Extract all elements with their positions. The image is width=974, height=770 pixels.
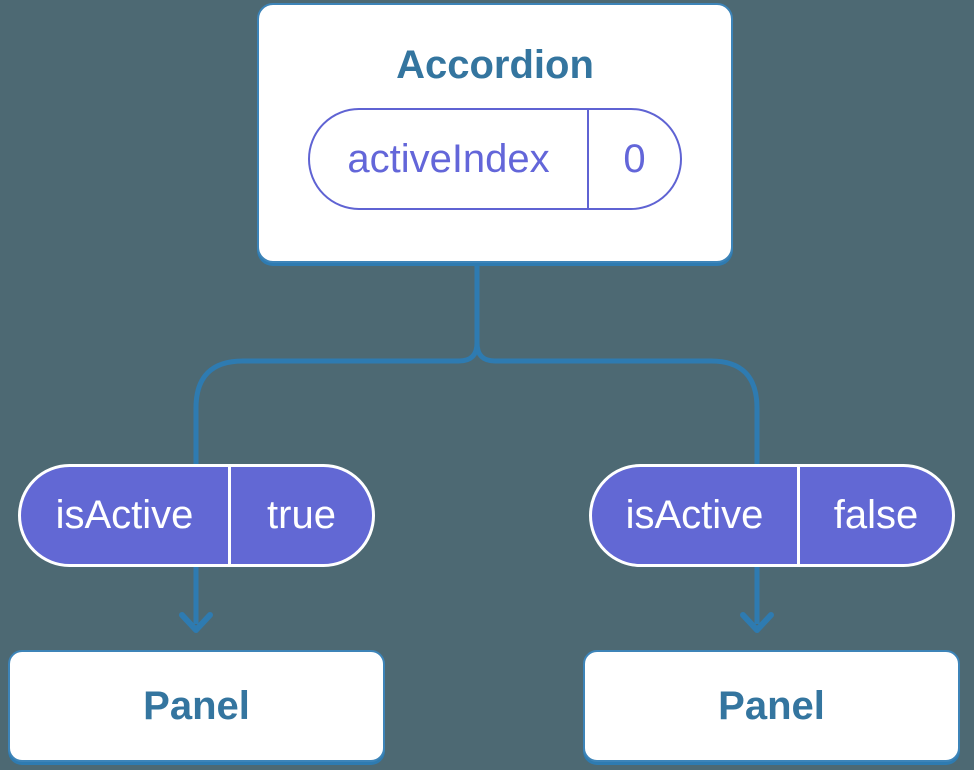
component-node-panel-right: Panel bbox=[583, 650, 960, 762]
connector-right-branch bbox=[474, 342, 760, 624]
component-node-panel-left: Panel bbox=[8, 650, 385, 762]
component-node-accordion: Accordion activeIndex 0 bbox=[257, 3, 733, 263]
prop-name-label: isActive bbox=[625, 493, 764, 537]
accordion-node-title: Accordion bbox=[396, 43, 594, 87]
state-value-label: 0 bbox=[587, 110, 680, 208]
prop-value-label: false bbox=[797, 467, 952, 564]
state-name-label: activeIndex bbox=[347, 136, 550, 181]
prop-name-label: isActive bbox=[55, 493, 194, 537]
prop-pill-isactive-false: isActive false bbox=[589, 464, 955, 567]
connector-left-branch bbox=[193, 261, 480, 624]
arrowhead-right-icon bbox=[740, 612, 774, 633]
state-pill-activeindex: activeIndex 0 bbox=[308, 108, 682, 210]
prop-value-label: true bbox=[228, 467, 372, 564]
arrowhead-left-icon bbox=[179, 612, 213, 633]
panel-node-title: Panel bbox=[143, 683, 250, 728]
panel-node-title: Panel bbox=[718, 683, 825, 728]
prop-pill-isactive-true: isActive true bbox=[18, 464, 375, 567]
